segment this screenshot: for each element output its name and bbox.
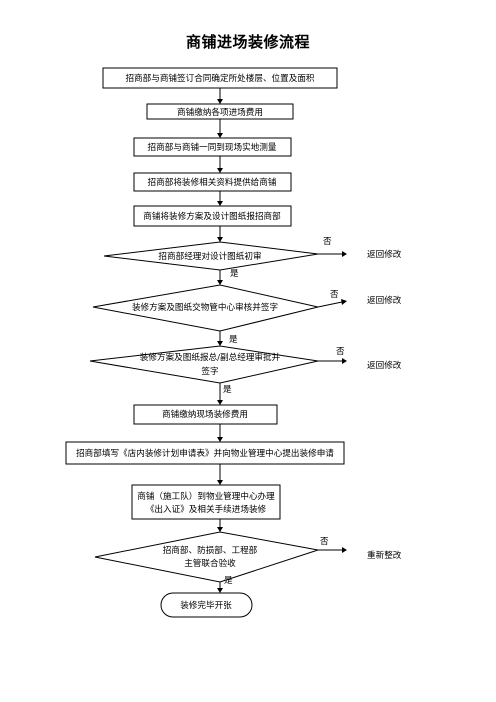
decision-4-label-line2: 主管联合验收 bbox=[184, 557, 236, 569]
arrowhead bbox=[217, 437, 223, 442]
arrowhead bbox=[217, 588, 223, 593]
step-1-label: 招商部与商铺签订合同确定所处楼层、位置及面积 bbox=[125, 72, 314, 84]
decision-3-label-line2: 签字 bbox=[201, 365, 218, 377]
rectify-label: 重新整改 bbox=[367, 549, 402, 561]
step-3-label: 招商部与商铺一同到现场实地测量 bbox=[148, 141, 277, 153]
decision-1: 招商部经理对设计图纸初审 bbox=[103, 241, 319, 271]
step-5: 商铺将装修方案及设计图纸报招商部 bbox=[133, 205, 292, 227]
arrowhead bbox=[342, 358, 347, 364]
step-5-label: 商铺将装修方案及设计图纸报招商部 bbox=[143, 210, 281, 222]
no-label: 否 bbox=[323, 236, 332, 247]
arrowhead bbox=[342, 547, 347, 553]
end-terminator: 装修完毕开张 bbox=[160, 592, 253, 618]
step-4: 招商部将装修相关资料提供给商铺 bbox=[133, 172, 292, 192]
arrowhead bbox=[342, 251, 347, 257]
step-8: 商铺（施工队）到物业管理中心办理 《出入证》及相关手续进场装修 bbox=[131, 484, 281, 520]
step-6: 商铺缴纳现场装修费用 bbox=[133, 404, 278, 425]
yes-label: 是 bbox=[229, 334, 238, 345]
no-branch-2 bbox=[317, 301, 343, 308]
arrowhead bbox=[217, 237, 223, 242]
yes-label: 是 bbox=[223, 384, 232, 395]
decision-3-label-line1: 装修方案及图纸报总/副总经理审批并 bbox=[140, 351, 281, 363]
step-2-label: 商铺缴纳各项进场费用 bbox=[177, 106, 263, 118]
decision-1-label: 招商部经理对设计图纸初审 bbox=[158, 250, 261, 262]
arrowhead bbox=[217, 341, 223, 346]
arrowhead bbox=[217, 280, 223, 285]
step-4-label: 招商部将装修相关资料提供给商铺 bbox=[148, 176, 277, 188]
step-1: 招商部与商铺签订合同确定所处楼层、位置及面积 bbox=[102, 67, 338, 89]
return-edit-label: 返回修改 bbox=[367, 248, 402, 260]
no-label: 否 bbox=[330, 289, 339, 300]
return-edit-label: 返回修改 bbox=[367, 294, 402, 306]
arrowhead bbox=[217, 168, 223, 173]
no-label: 否 bbox=[336, 346, 345, 357]
page-title: 商铺进场装修流程 bbox=[185, 33, 310, 51]
arrowhead bbox=[217, 480, 223, 485]
decision-4: 招商部、防损部、工程部 主管联合验收 bbox=[94, 531, 319, 583]
step-7: 招商部填写《店内装修计划申请表》并向物业管理中心提出装修申请 bbox=[65, 441, 345, 465]
arrowhead bbox=[341, 299, 347, 305]
return-edit-label: 返回修改 bbox=[367, 359, 402, 371]
decision-3: 装修方案及图纸报总/副总经理审批并 签字 bbox=[89, 345, 319, 384]
step-8-label-line2: 《出入证》及相关手续进场装修 bbox=[146, 503, 267, 515]
yes-label: 是 bbox=[224, 575, 233, 586]
decision-2: 装修方案及图纸交物管中心审核并签字 bbox=[92, 284, 319, 332]
step-3: 招商部与商铺一同到现场实地测量 bbox=[133, 137, 292, 157]
arrowhead bbox=[217, 400, 223, 405]
step-8-label-line1: 商铺（施工队）到物业管理中心办理 bbox=[137, 490, 275, 502]
no-label: 否 bbox=[320, 536, 329, 547]
step-6-label: 商铺缴纳现场装修费用 bbox=[162, 408, 248, 420]
decision-4-label-line1: 招商部、防损部、工程部 bbox=[163, 544, 258, 556]
arrowhead bbox=[217, 527, 223, 532]
end-label: 装修完毕开张 bbox=[180, 599, 232, 611]
arrowhead bbox=[217, 133, 223, 138]
yes-label: 是 bbox=[230, 268, 239, 279]
arrowhead bbox=[217, 99, 223, 104]
step-7-label: 招商部填写《店内装修计划申请表》并向物业管理中心提出装修申请 bbox=[76, 447, 334, 459]
decision-2-label: 装修方案及图纸交物管中心审核并签字 bbox=[132, 301, 278, 313]
step-2: 商铺缴纳各项进场费用 bbox=[146, 103, 294, 120]
no-branches bbox=[317, 251, 347, 553]
connectors bbox=[217, 88, 223, 593]
arrowhead bbox=[217, 201, 223, 206]
